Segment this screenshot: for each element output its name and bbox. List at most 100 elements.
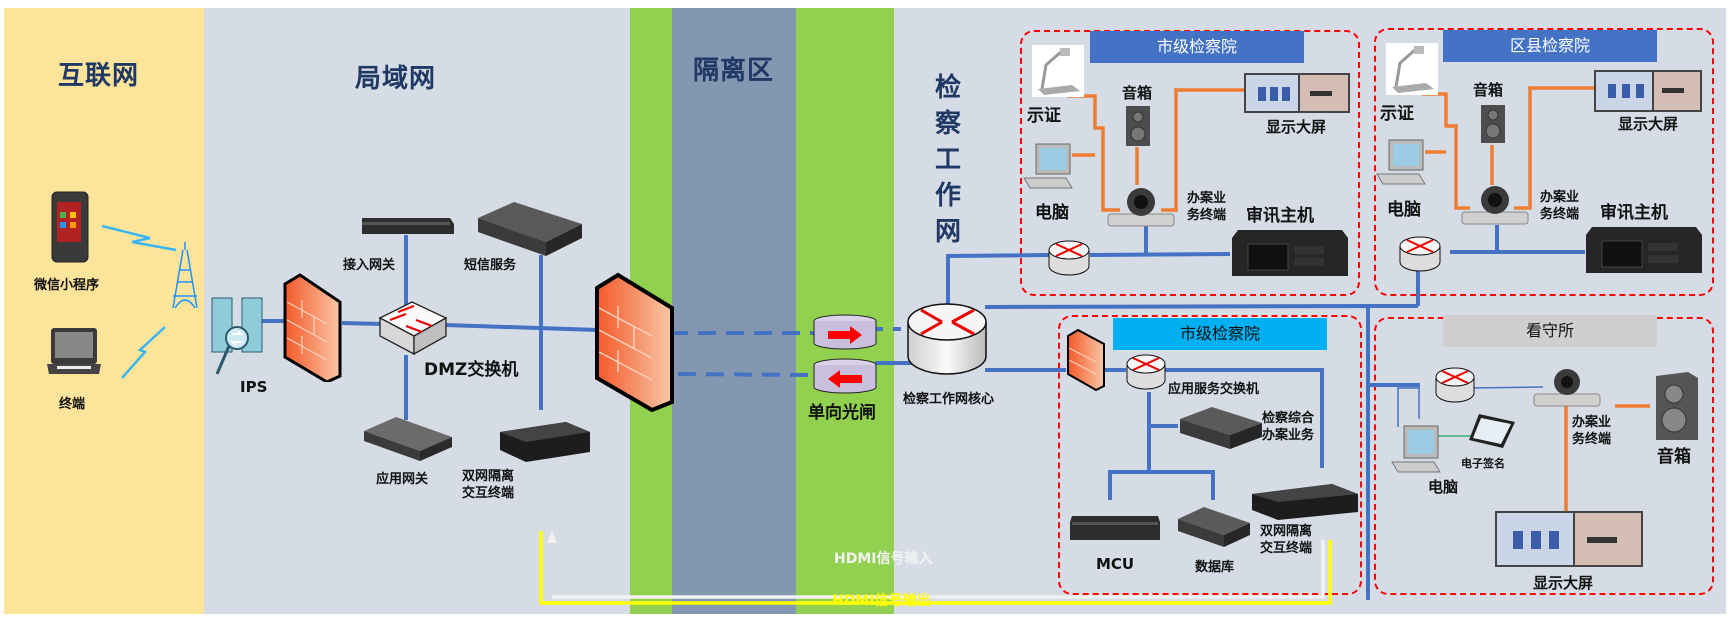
label-wechat-mini-program: 微信小程序 [34, 278, 100, 293]
app-switch-icon [1126, 354, 1166, 390]
dual-net-terminal-icon [500, 422, 590, 462]
firewall-icon [283, 273, 342, 382]
link-display-county [1514, 86, 1594, 210]
label-database: 数据库 [1195, 560, 1235, 575]
link-gap-backward [677, 372, 809, 377]
link-evidence-terminal-county [1422, 92, 1470, 210]
label-terminal: 终端 [59, 397, 86, 412]
label-speaker-city: 音箱 [1122, 84, 1153, 102]
dmz-switch-icon [378, 301, 448, 356]
label-one-way-gap: 单向光闸 [808, 403, 876, 423]
router-icon-city-top [1048, 240, 1090, 276]
display-screen-icon-county [1594, 70, 1702, 112]
hdmi-input-arrow [547, 531, 557, 543]
label-display-detention: 显示大屏 [1533, 574, 1594, 592]
boundary-firewall-icon [595, 272, 674, 412]
mobile-phone-icon [51, 191, 89, 263]
link-mcu-database [1108, 470, 1215, 500]
label-display-city: 显示大屏 [1266, 118, 1327, 136]
speaker-icon-detention [1656, 372, 1698, 440]
label-evidence-county: 示证 [1380, 104, 1414, 124]
hdmi-output-line [539, 531, 1332, 605]
video-terminal-icon-detention [1533, 369, 1601, 407]
app-gateway-icon [364, 417, 452, 461]
zone-title-isolation: 隔离区 [693, 56, 775, 86]
label-dual-net-terminal-work: 双网隔离 交互终端 [1260, 524, 1313, 556]
zone-title-lan: 局域网 [355, 64, 437, 94]
document-camera-icon [1032, 45, 1084, 97]
speaker-icon-city [1126, 106, 1150, 146]
label-evidence-city: 示证 [1027, 106, 1061, 126]
group-title-county-procuratorate: 区县检察院 [1443, 30, 1657, 62]
label-app-switch: 应用服务交换机 [1168, 382, 1260, 397]
zone-title-work-network: 检 察 工 作 网 [934, 73, 961, 247]
access-gateway-icon [362, 218, 454, 234]
label-case-terminal-detention: 办案业 务终端 [1572, 415, 1612, 447]
label-core-router: 检察工作网核心 [903, 392, 995, 407]
label-computer-detention: 电脑 [1428, 478, 1459, 496]
link-appswitch-dual [1164, 368, 1324, 468]
video-terminal-icon-city [1107, 188, 1175, 227]
display-screen-icon-city [1244, 73, 1350, 113]
wireless-link-laptop [121, 326, 166, 379]
document-camera-icon-county [1386, 43, 1438, 95]
label-app-gateway: 应用网关 [376, 472, 429, 487]
dual-net-terminal-icon-work [1252, 484, 1358, 520]
mcu-icon [1070, 516, 1160, 540]
label-e-signature: 电子签名 [1461, 457, 1505, 470]
cell-tower-icon [172, 242, 198, 309]
interrogation-host-icon-county [1586, 227, 1702, 273]
link-router-host-city [1089, 252, 1231, 257]
label-computer-city: 电脑 [1035, 203, 1069, 223]
zone-isolation [672, 8, 796, 614]
laptop-icon [47, 328, 101, 374]
firewall-icon-city-bottom [1067, 328, 1105, 392]
label-computer-county: 电脑 [1387, 200, 1421, 220]
e-signature-pad-icon [1469, 414, 1515, 448]
label-dual-net-terminal-lan: 双网隔离 交互终端 [462, 469, 515, 501]
router-icon-county [1399, 236, 1441, 272]
link-evidence-terminal-city [1067, 94, 1120, 212]
display-screen-icon-detention [1495, 511, 1643, 567]
hdmi-input-line [552, 540, 1325, 599]
group-county-procuratorate [1374, 28, 1714, 296]
link-display-city [1161, 88, 1244, 212]
database-server-icon [1178, 507, 1250, 547]
link-router-camera-detention [1469, 386, 1544, 389]
computer-icon-detention [1391, 425, 1441, 473]
group-title-city-procuratorate-bottom: 市级检察院 [1113, 318, 1327, 350]
sms-server-icon [478, 202, 582, 256]
gap-forward-icon [813, 314, 877, 350]
label-case-business: 检察综合 办案业务 [1262, 411, 1315, 443]
label-dmz-switch: DMZ交换机 [424, 360, 519, 380]
ips-icon [211, 297, 263, 375]
label-display-county: 显示大屏 [1618, 115, 1679, 133]
video-terminal-icon-county [1461, 186, 1529, 225]
label-interrogation-host-city: 审讯主机 [1246, 206, 1314, 226]
computer-icon-county [1376, 139, 1426, 185]
link-router-pc-detention [1397, 387, 1420, 427]
zone-title-internet: 互联网 [58, 61, 140, 91]
label-mcu: MCU [1096, 555, 1135, 573]
label-interrogation-host-county: 审讯主机 [1600, 203, 1668, 223]
group-city-procuratorate-bottom [1058, 315, 1362, 595]
link-dmz-firewall2 [444, 323, 599, 332]
case-business-server-icon [1180, 407, 1262, 449]
wireless-link-phone [101, 224, 177, 252]
speaker-icon-county [1481, 105, 1505, 143]
label-sms-service: 短信服务 [464, 258, 517, 273]
zone-internet [4, 8, 204, 614]
router-icon-detention [1435, 367, 1475, 403]
label-speaker-county: 音箱 [1473, 81, 1504, 99]
group-title-city-procuratorate-top: 市级检察院 [1090, 31, 1304, 63]
label-access-gateway: 接入网关 [343, 258, 396, 273]
core-router-icon [907, 303, 987, 375]
zone-boundary-right [796, 8, 894, 614]
gap-backward-icon [813, 358, 877, 394]
group-title-detention-center: 看守所 [1443, 315, 1657, 347]
label-case-terminal-city: 办案业 务终端 [1187, 191, 1227, 223]
link-firewall-dmz [341, 321, 383, 326]
label-hdmi-output: HDMI信号输出 [832, 593, 931, 609]
label-hdmi-input: HDMI信号输入 [834, 551, 933, 567]
